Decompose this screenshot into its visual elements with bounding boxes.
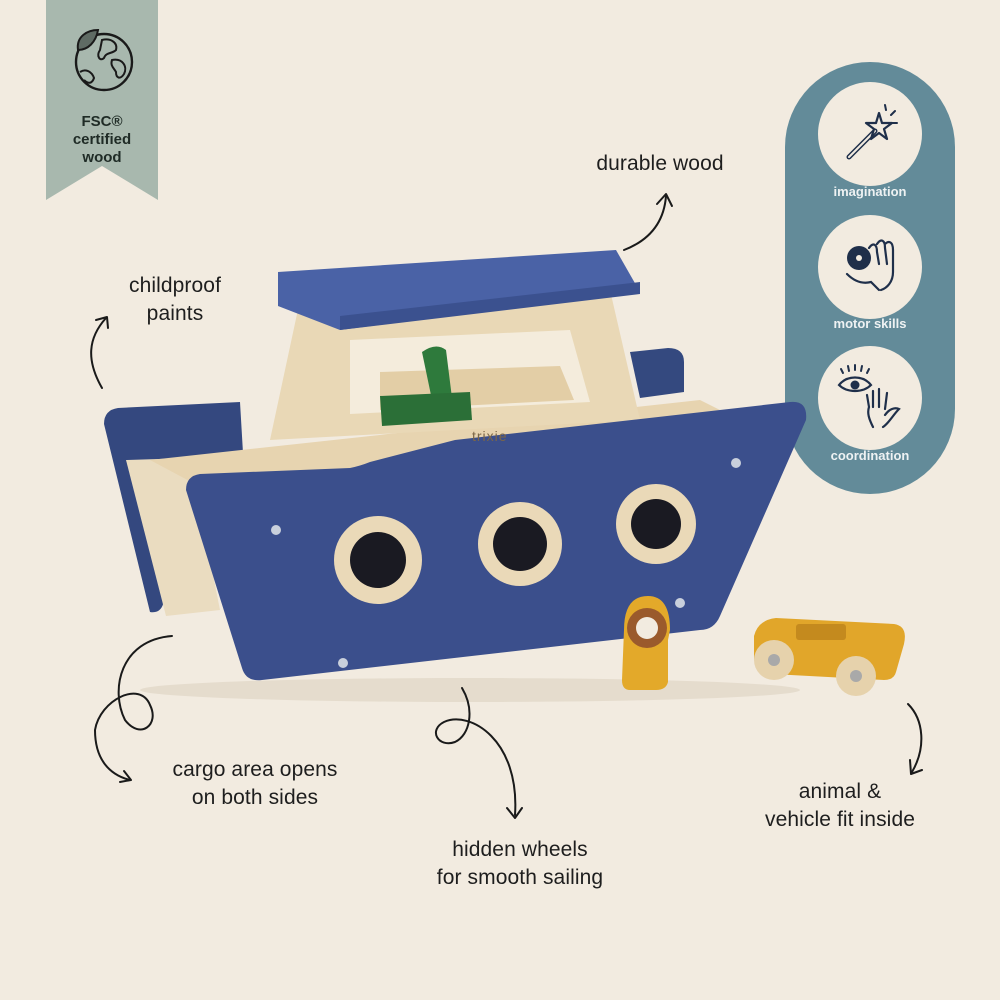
callout-line: for smooth sailing [436, 866, 604, 889]
callout-line: durable wood [596, 152, 724, 175]
arrow-durable [623, 195, 667, 251]
badge-line: FSC® [81, 113, 123, 130]
callout-hidden-wheels: hidden wheels for smooth sailing [405, 836, 635, 892]
arrow-fit [907, 703, 923, 773]
arrow-cargo [94, 635, 173, 781]
skill-imagination-circle [818, 82, 922, 186]
porthole [478, 502, 562, 586]
badge-line: certified [72, 131, 132, 148]
magic-wand-icon [846, 104, 898, 160]
callout-line: on both sides [191, 786, 319, 809]
badge-line: wood [82, 149, 122, 166]
callout-durable-wood: durable wood [570, 150, 750, 178]
arrow-wheels [434, 687, 517, 816]
callout-cargo-area: cargo area opens on both sides [140, 756, 370, 812]
arrow-childproof [90, 317, 107, 389]
fsc-badge-text: FSC® certified wood [46, 113, 158, 167]
porthole [334, 516, 422, 604]
porthole [616, 484, 696, 564]
callout-line: paints [146, 302, 204, 325]
brand-mark: trixie [472, 428, 508, 444]
callout-line: animal & [798, 780, 882, 803]
callout-line: cargo area opens [172, 758, 338, 781]
skill-label-motor-skills: motor skills [833, 316, 907, 331]
callout-line: childproof [128, 274, 222, 297]
globe-leaf-icon [74, 28, 134, 92]
skill-label-coordination: coordination [830, 448, 910, 463]
skill-coordination-circle [818, 346, 922, 450]
callout-line: vehicle fit inside [764, 808, 916, 831]
callout-line: hidden wheels [452, 838, 588, 861]
callout-childproof-paints: childproof paints [100, 272, 250, 328]
skill-motor-circle [818, 215, 922, 319]
skill-label-imagination: imagination [833, 184, 907, 199]
eye-and-hand-icon [837, 364, 901, 429]
hand-holding-ring-icon [845, 239, 895, 292]
callout-animal-vehicle: animal & vehicle fit inside [735, 778, 945, 834]
